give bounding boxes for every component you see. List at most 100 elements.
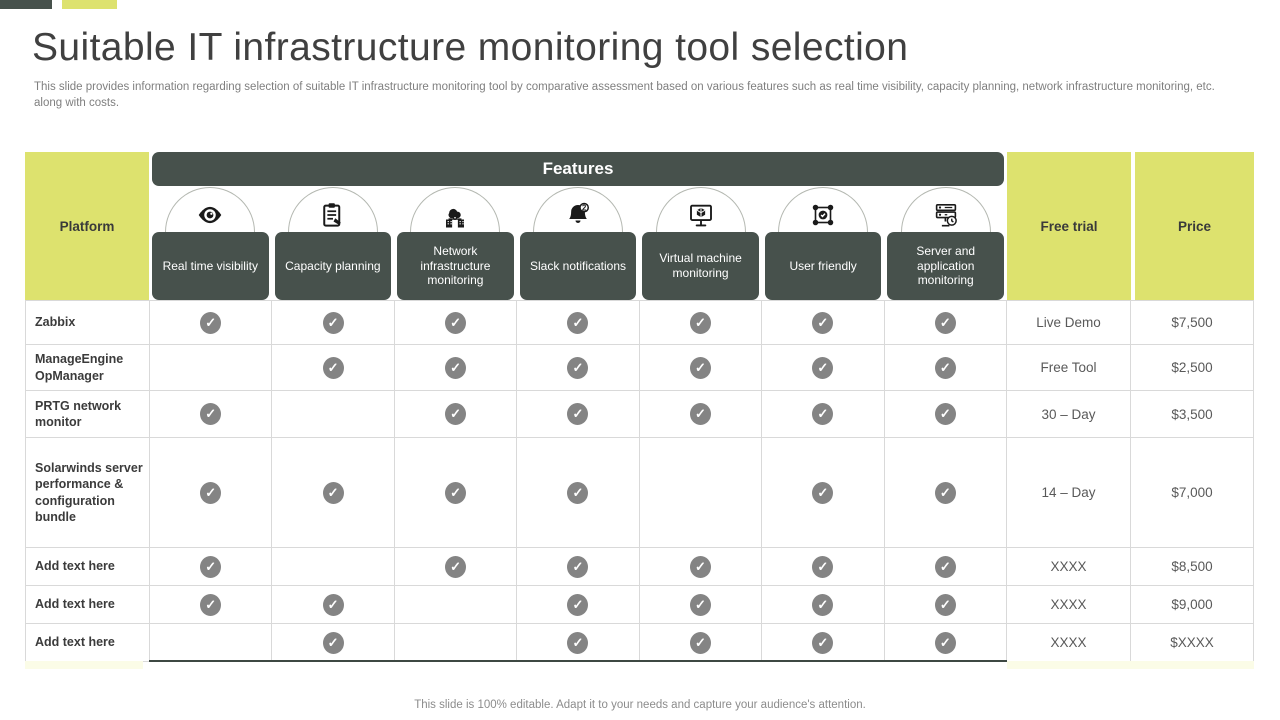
free-trial-cell: XXXX <box>1007 548 1131 586</box>
cloud-network-icon <box>446 208 465 228</box>
check-icon: ✓ <box>322 481 344 504</box>
feature-check-cell: ✓ <box>517 548 640 586</box>
price-header-label: Price <box>1177 218 1212 234</box>
check-icon: ✓ <box>812 555 834 578</box>
check-icon: ✓ <box>567 403 589 425</box>
check-icon: ✓ <box>567 481 589 504</box>
feature-check-cell <box>272 548 395 586</box>
page-title: Suitable IT infrastructure monitoring to… <box>32 26 909 69</box>
check-icon: ✓ <box>567 631 589 654</box>
feature-column: Capacity planning <box>272 186 395 300</box>
feature-check-cell: ✓ <box>272 624 395 662</box>
comparison-table: Platform Features Real time visibility C… <box>25 152 1254 669</box>
price-cell: $XXXX <box>1131 624 1254 662</box>
free-trial-header-cell: Free trial <box>1007 152 1131 300</box>
feature-label: Virtual machine monitoring <box>642 232 759 300</box>
feature-check-cell: ✓ <box>150 548 273 586</box>
feature-label: Network infrastructure monitoring <box>397 232 514 300</box>
check-icon: ✓ <box>812 311 834 334</box>
free-trial-cell: XXXX <box>1007 586 1131 624</box>
price-cell: $7,500 <box>1131 301 1254 345</box>
feature-check-cell: ✓ <box>639 345 763 391</box>
footer-note: This slide is 100% editable. Adapt it to… <box>414 699 866 711</box>
check-icon: ✓ <box>812 631 834 654</box>
feature-check-cell: ✓ <box>150 391 273 438</box>
free-trial-cell: XXXX <box>1007 624 1131 662</box>
feature-check-cell: ✓ <box>150 438 273 548</box>
pale-strip-right <box>1007 661 1254 669</box>
feature-check-cell: ✓ <box>394 345 518 391</box>
feature-check-cell: ✓ <box>517 301 640 345</box>
check-icon: ✓ <box>812 403 834 425</box>
check-icon: ✓ <box>322 593 344 616</box>
table-row: Add text here ✓✓✓✓✓XXXX$XXXX <box>25 624 1254 662</box>
check-icon: ✓ <box>812 593 834 616</box>
check-icon: ✓ <box>689 555 711 578</box>
feature-check-cell: ✓ <box>394 548 518 586</box>
check-icon: ✓ <box>934 403 956 425</box>
features-header-bar: Features <box>152 152 1004 186</box>
feature-column: Network infrastructure monitoring <box>394 186 517 300</box>
feature-check-cell <box>394 586 518 624</box>
check-icon: ✓ <box>934 631 956 654</box>
feature-label: Server and application monitoring <box>887 232 1004 300</box>
feature-icon-arch <box>287 187 378 232</box>
platform-cell: Add text here <box>26 548 150 586</box>
features-header-group: Features Real time visibility Capacity p… <box>149 152 1007 300</box>
corner-bar-yellow <box>62 0 117 9</box>
feature-check-cell: ✓ <box>762 438 885 548</box>
platform-cell: PRTG network monitor <box>26 391 150 438</box>
table-row: Add text here ✓ ✓ ✓ ✓ ✓ ✓ XXXX$8,500 <box>25 548 1254 586</box>
feature-icon-arch <box>900 187 991 232</box>
feature-check-cell: ✓ <box>272 438 395 548</box>
feature-check-cell: ✓ <box>884 391 1007 438</box>
table-row: PRTG network monitor ✓✓✓✓✓✓30 – Day$3,50… <box>25 391 1254 438</box>
feature-check-cell: ✓ <box>150 586 273 624</box>
feature-column: 2 Slack notifications <box>517 186 640 300</box>
feature-check-cell: ✓ <box>762 345 885 391</box>
feature-check-cell <box>150 345 273 391</box>
price-cell: $9,000 <box>1131 586 1254 624</box>
platform-cell: Zabbix <box>26 301 150 345</box>
check-icon: ✓ <box>934 555 956 578</box>
monitor-cube-icon <box>689 204 712 227</box>
feature-icon-arch <box>655 187 746 232</box>
feature-check-cell: ✓ <box>884 548 1007 586</box>
check-icon: ✓ <box>200 481 222 504</box>
check-icon: ✓ <box>445 311 467 334</box>
feature-check-cell <box>394 624 518 662</box>
check-icon: ✓ <box>689 356 711 379</box>
feature-icon-arch <box>778 187 869 232</box>
feature-icon-arch: 2 <box>532 187 623 232</box>
check-icon: ✓ <box>934 356 956 379</box>
price-cell: $8,500 <box>1131 548 1254 586</box>
feature-check-cell: ✓ <box>517 391 640 438</box>
bell-icon: 2 <box>569 202 589 223</box>
eye-icon <box>199 206 222 224</box>
price-header-cell: Price <box>1135 152 1254 300</box>
table-bottom-accent <box>149 660 1007 662</box>
check-icon: ✓ <box>200 311 222 334</box>
check-icon: ✓ <box>689 631 711 654</box>
page-subtitle: This slide provides information regardin… <box>34 81 1215 110</box>
check-icon: ✓ <box>567 311 589 334</box>
free-trial-cell: Live Demo <box>1007 301 1131 345</box>
check-icon: ✓ <box>322 356 344 379</box>
check-icon: ✓ <box>322 311 344 334</box>
feature-check-cell: ✓ <box>762 301 885 345</box>
check-icon: ✓ <box>934 481 956 504</box>
check-icon: ✓ <box>445 403 467 425</box>
check-icon: ✓ <box>567 555 589 578</box>
feature-check-cell: ✓ <box>517 438 640 548</box>
free-trial-cell: 30 – Day <box>1007 391 1131 438</box>
check-icon: ✓ <box>567 356 589 379</box>
feature-check-cell <box>272 391 395 438</box>
feature-check-cell: ✓ <box>762 548 885 586</box>
check-icon: ✓ <box>689 593 711 616</box>
table-header: Platform Features Real time visibility C… <box>25 152 1254 300</box>
check-icon: ✓ <box>200 555 222 578</box>
feature-column: Real time visibility <box>149 186 272 300</box>
feature-label: Real time visibility <box>152 232 269 300</box>
check-icon: ✓ <box>567 593 589 616</box>
feature-label: Capacity planning <box>274 232 392 300</box>
